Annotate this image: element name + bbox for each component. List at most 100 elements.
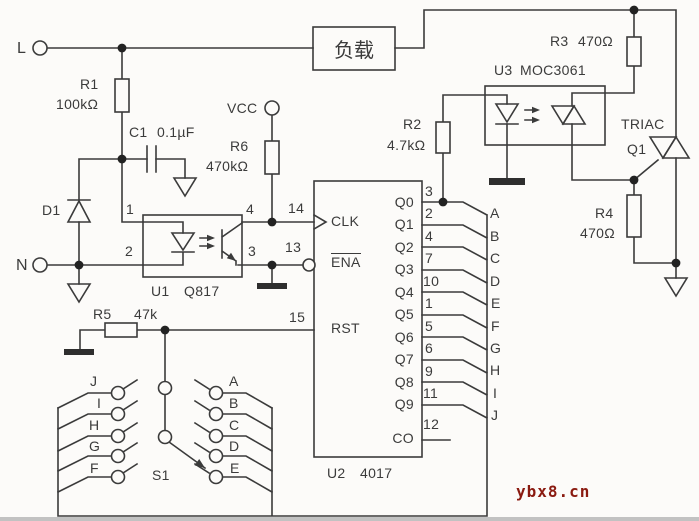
u1-pin4-number: 4 <box>246 201 255 217</box>
clock-triangle-icon <box>312 213 328 231</box>
resistor-r5-ref: R5 <box>93 306 112 322</box>
u2-q1-label: Q1 <box>394 216 414 232</box>
resistor-r1-ref: R1 <box>80 76 99 92</box>
optocoupler-u1-box <box>142 214 243 278</box>
switch-contact-i-label: I <box>97 395 102 411</box>
capacitor-c1-value: 0.1µF <box>157 124 195 140</box>
u2-ena-pin-number: 13 <box>285 239 302 255</box>
resistor-r3-ref: R3 <box>550 33 569 49</box>
terminal-l-circle <box>32 40 48 56</box>
u2-q2-pin: 4 <box>425 228 434 244</box>
resistor-r1-value: 100kΩ <box>56 96 99 112</box>
capacitor-c1-ref: C1 <box>129 124 148 140</box>
u2-co-pin: 12 <box>423 416 440 432</box>
emitter-arrow-icon <box>226 252 236 261</box>
vcc-label: VCC <box>227 100 258 116</box>
bottom-edge-bar <box>0 517 699 521</box>
ground-bar-icon <box>489 178 525 185</box>
harness-wire-j-label: J <box>491 407 499 423</box>
light-arrow-icon <box>207 242 215 250</box>
u2-q4-label: Q4 <box>394 284 414 300</box>
u2-q1-pin: 2 <box>425 205 434 221</box>
u2-q8-pin: 9 <box>425 363 434 379</box>
u3-ref: U3 <box>494 62 513 78</box>
switch-contact-c-label: C <box>229 417 240 433</box>
light-arrow-icon <box>532 116 540 124</box>
diode-d1-symbol <box>66 199 92 223</box>
triac-q1-symbol <box>648 135 691 160</box>
u2-q3-label: Q3 <box>394 261 414 277</box>
triac-icon <box>561 104 587 125</box>
ground-triangles <box>66 177 689 304</box>
wiper-arrowhead-icon <box>194 459 205 468</box>
resistor-r2-ref: R2 <box>403 116 422 132</box>
u2-q5-label: Q5 <box>394 306 414 322</box>
wires <box>46 9 677 517</box>
harness-wire-d-label: D <box>490 273 501 289</box>
u2-rst-pin-number: 15 <box>289 309 306 325</box>
led-icon <box>494 103 520 124</box>
ground-bar-icon <box>64 349 94 355</box>
ground-bars <box>64 178 525 355</box>
capacitor-c1-symbol <box>146 145 157 173</box>
light-arrow-icon <box>207 234 215 242</box>
triac-icon <box>550 105 576 126</box>
u2-rst-label: RST <box>331 320 360 336</box>
ground-icon <box>172 177 198 198</box>
u1-ref: U1 <box>151 283 170 299</box>
harness-wire-a-label: A <box>490 205 500 221</box>
triac-q1-ref: Q1 <box>627 141 647 157</box>
u2-q5-pin: 1 <box>425 295 434 311</box>
harness-wire-e-label: E <box>491 295 501 311</box>
u1-pin2-number: 2 <box>125 243 134 259</box>
switch-contact-f-label: F <box>90 460 99 476</box>
u2-co-label: CO <box>392 430 414 446</box>
switch-s1-wires <box>56 378 274 494</box>
u3-part: MOC3061 <box>520 62 586 78</box>
optocoupler-u1-internals <box>142 221 244 266</box>
junction-dots <box>74 5 681 335</box>
u2-q0-label: Q0 <box>394 194 414 210</box>
u2-ref: U2 <box>327 465 346 481</box>
u2-q0-pin: 3 <box>425 183 434 199</box>
u2-part: 4017 <box>360 465 393 481</box>
u2-clk-label: CLK <box>331 213 360 229</box>
switch-pivot-contact <box>157 429 173 445</box>
resistor-r5-body <box>104 322 138 338</box>
resistor-r4-body <box>626 194 642 238</box>
ground-icon <box>66 283 92 304</box>
u2-q7-pin: 6 <box>425 340 434 356</box>
ground-icon <box>663 277 689 298</box>
switch-common-contact <box>157 380 173 396</box>
terminal-n-circle <box>32 257 48 273</box>
u2-q4-pin: 10 <box>423 273 440 289</box>
u2-q2-label: Q2 <box>394 239 414 255</box>
resistor-r3-value: 470Ω <box>578 33 614 49</box>
resistors <box>104 36 642 338</box>
u2-clk-pin-number: 14 <box>288 200 305 216</box>
light-arrow-icon <box>532 106 540 114</box>
u2-ena-label: ENA <box>331 253 361 270</box>
switch-contact-g-label: G <box>89 438 101 454</box>
u2-q7-label: Q7 <box>394 351 414 367</box>
ground-bar-icon <box>257 283 287 289</box>
watermark-text: ybx8.cn <box>516 482 591 501</box>
switch-contact-h-label: H <box>89 417 100 433</box>
resistor-r2-body <box>435 121 451 154</box>
switch-s1-ref: S1 <box>152 467 170 483</box>
ic-u2-4017-box <box>313 180 423 458</box>
u2-q6-pin: 5 <box>425 318 434 334</box>
load-label: 负载 <box>334 40 374 62</box>
u2-q6-label: Q6 <box>394 329 414 345</box>
harness-wire-g-label: G <box>490 340 502 356</box>
harness-wire-f-label: F <box>491 318 500 334</box>
resistor-r3-body <box>626 36 642 67</box>
diode-d1-ref: D1 <box>42 202 61 218</box>
resistor-r6-body <box>264 140 280 175</box>
switch-contacts <box>110 380 224 485</box>
harness-wire-h-label: H <box>490 362 501 378</box>
switch-contact-d-label: D <box>229 438 240 454</box>
harness-wire-i-label: I <box>493 385 498 401</box>
